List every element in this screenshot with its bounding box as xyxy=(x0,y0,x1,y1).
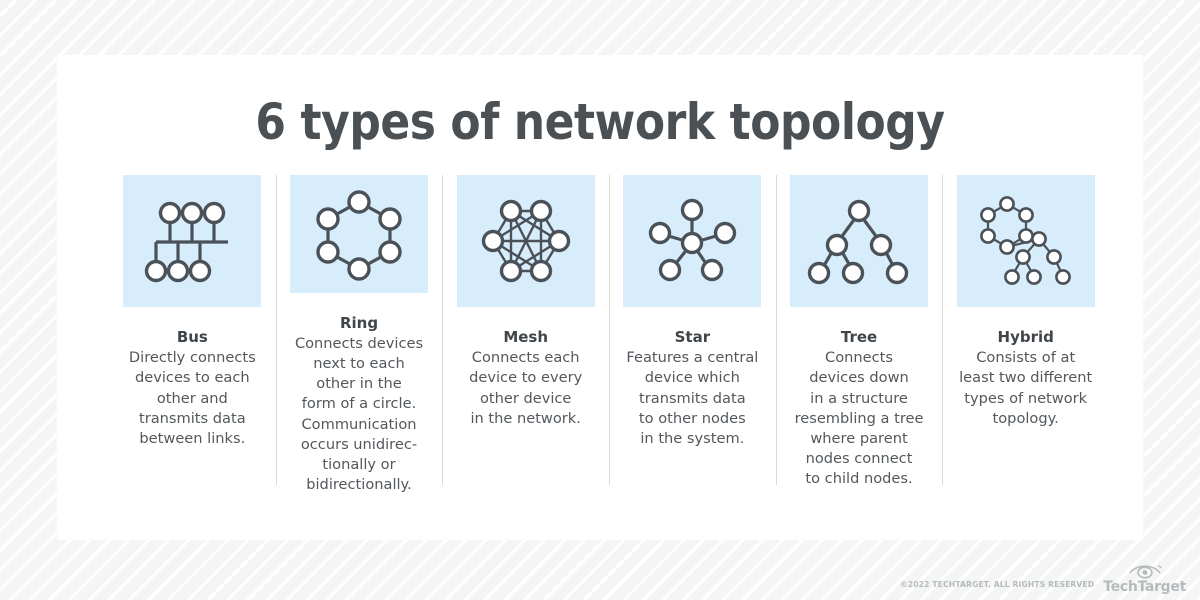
footer: ©2022 TECHTARGET. ALL RIGHTS RESERVED Te… xyxy=(900,562,1186,594)
bus-topology-diagram xyxy=(145,201,229,283)
star-topology-diagram xyxy=(649,198,737,282)
topology-column-star[interactable]: Star Features a central device which tra… xyxy=(609,175,776,495)
hybrid-title: Hybrid xyxy=(997,328,1054,346)
topology-column-mesh[interactable]: Mesh Connects each device to every other… xyxy=(442,175,609,495)
logo-wordmark: TechTarget xyxy=(1103,579,1186,595)
topology-columns: Bus Directly connects devices to each ot… xyxy=(109,175,1109,495)
hybrid-description: Consists of at least two different types… xyxy=(959,349,1093,427)
copyright-text: ©2022 TECHTARGET. ALL RIGHTS RESERVED xyxy=(900,580,1095,589)
ring-description: Connects devices next to each other in t… xyxy=(294,335,424,493)
bus-topology-panel xyxy=(123,175,262,307)
mesh-title: Mesh xyxy=(503,328,549,346)
mesh-topology-panel xyxy=(456,175,595,307)
topology-column-bus[interactable]: Bus Directly connects devices to each ot… xyxy=(109,175,276,495)
content-card: 6 types of network topology xyxy=(57,55,1143,540)
bus-title: Bus xyxy=(176,328,208,346)
topology-column-hybrid[interactable]: Hybrid Consists of at least two differen… xyxy=(942,175,1109,495)
topology-column-ring[interactable]: Ring Connects devices next to each other… xyxy=(275,175,443,495)
tree-title: Tree xyxy=(840,328,878,346)
ring-topology-diagram xyxy=(316,190,402,281)
tree-topology-diagram xyxy=(807,199,909,285)
ring-title: Ring xyxy=(339,313,379,332)
bus-description: Directly connects devices to each other … xyxy=(128,349,256,447)
techtarget-logo: TechTarget xyxy=(1103,562,1186,594)
hybrid-topology-panel xyxy=(956,175,1095,307)
ring-topology-panel xyxy=(290,175,428,293)
star-title: Star xyxy=(674,328,711,346)
topology-column-tree[interactable]: Tree Connects devices down in a structur… xyxy=(775,175,943,495)
tree-description: Connects devices down in a structure res… xyxy=(794,349,924,487)
star-description: Features a central device which transmit… xyxy=(626,349,759,447)
star-topology-panel xyxy=(623,175,762,307)
mesh-topology-diagram xyxy=(481,199,570,283)
tree-topology-panel xyxy=(790,175,929,307)
mesh-description: Connects each device to every other devi… xyxy=(469,349,583,427)
eye-icon xyxy=(1128,564,1162,579)
page-title: 6 types of network topology xyxy=(255,93,945,151)
hybrid-topology-diagram xyxy=(979,196,1071,285)
